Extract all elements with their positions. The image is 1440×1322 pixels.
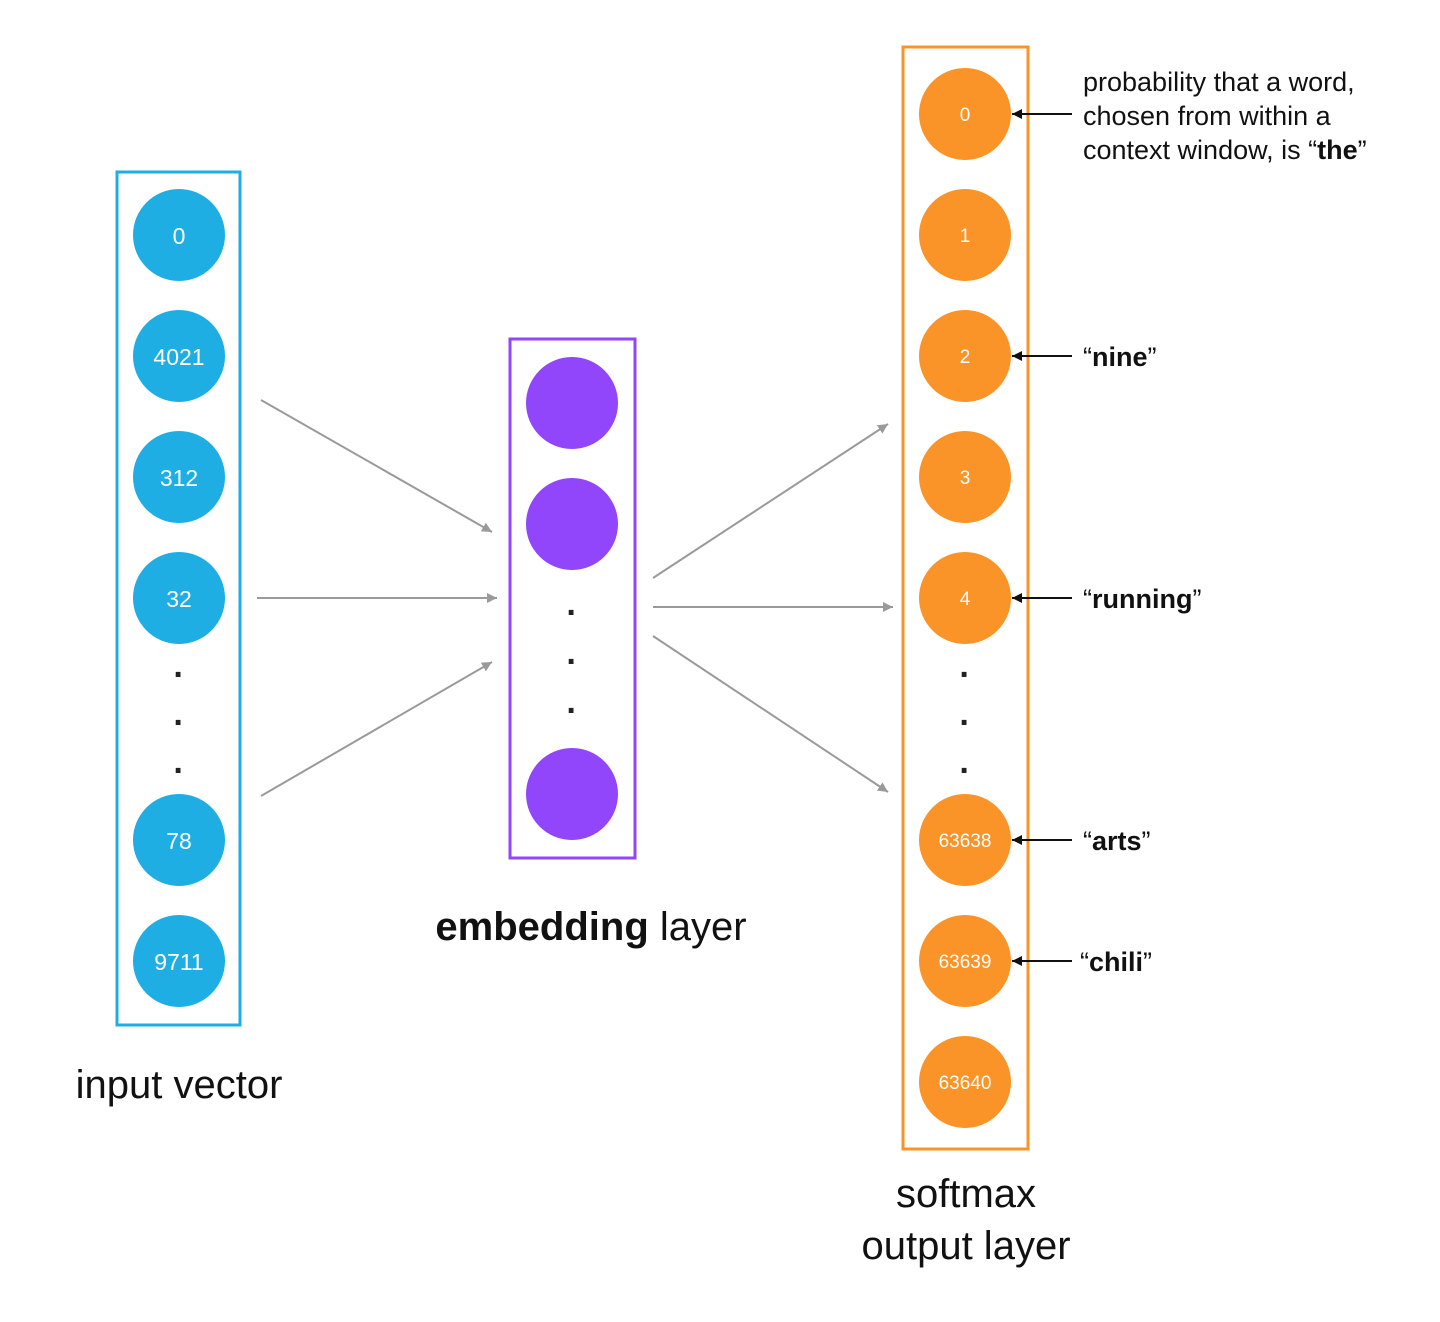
arrow-gray [652, 635, 889, 793]
output-node: 63638 [919, 794, 1011, 886]
input-node: 312 [133, 431, 225, 523]
annotation-the-line2: chosen from within a [1083, 101, 1332, 131]
input-ellipsis-dot: · [173, 704, 184, 742]
output-ellipsis-dot: · [959, 752, 970, 790]
input-ellipsis-dot: · [173, 752, 184, 790]
embedding-node [526, 748, 618, 840]
output-node: 0 [919, 68, 1011, 160]
annotation-word-the: the [1317, 135, 1358, 165]
output-ellipsis-dot: · [959, 704, 970, 742]
input-to-embedding-arrows [257, 399, 497, 797]
open-quote: “ [1080, 947, 1089, 977]
input-vector-layer: 0 4021 312 32 · · · 78 9711 input vector [76, 170, 283, 1107]
open-quote: “ [1083, 342, 1092, 372]
annotation-running: “running” [1083, 584, 1201, 614]
annotation-the-prefix: context window, is “ [1083, 135, 1317, 165]
output-node: 63640 [919, 1036, 1011, 1128]
output-node-label: 1 [960, 226, 971, 247]
close-quote: ” [1148, 342, 1157, 372]
output-node: 1 [919, 189, 1011, 281]
input-node: 0 [133, 189, 225, 281]
input-node-label: 312 [160, 465, 198, 491]
output-node-label: 3 [960, 468, 971, 489]
annotation-chili: “chili” [1080, 947, 1152, 977]
input-node-label: 4021 [153, 344, 204, 370]
output-layer-caption-line1: softmax [896, 1172, 1036, 1216]
annotation-arrows [1012, 109, 1072, 966]
arrow-gray [260, 399, 493, 533]
output-layer-caption-line2: output layer [861, 1224, 1070, 1268]
output-node-label: 63639 [939, 952, 992, 973]
embedding-caption-rest: layer [649, 905, 747, 949]
output-node: 3 [919, 431, 1011, 523]
input-node-label: 0 [173, 223, 186, 249]
annotation-the-suffix: ” [1358, 135, 1367, 165]
embedding-layer-caption: embedding layer [435, 905, 746, 949]
arrow-gray [260, 661, 493, 797]
input-node-label: 32 [166, 586, 192, 612]
embedding-layer: · · · embedding layer [435, 337, 747, 949]
input-node-label: 78 [166, 828, 192, 854]
embedding-node [526, 357, 618, 449]
output-node: 4 [919, 552, 1011, 644]
embedding-node [526, 478, 618, 570]
input-node: 32 [133, 552, 225, 644]
output-node-label: 63638 [939, 831, 992, 852]
annotation-word-chili: chili [1089, 947, 1143, 977]
annotation-word-nine: nine [1092, 342, 1148, 372]
output-node-label: 63640 [939, 1073, 992, 1094]
output-node: 2 [919, 310, 1011, 402]
annotation-the-line3: context window, is “the” [1083, 135, 1367, 165]
embedding-caption-bold: embedding [435, 905, 648, 949]
output-node-label: 4 [960, 589, 971, 610]
arrow-gray [652, 423, 889, 579]
input-vector-frame [115, 170, 242, 1027]
input-node: 4021 [133, 310, 225, 402]
close-quote: ” [1142, 826, 1151, 856]
annotation-word-running: running [1092, 584, 1192, 614]
open-quote: “ [1083, 826, 1092, 856]
close-quote: ” [1192, 584, 1201, 614]
annotation-arts: “arts” [1083, 826, 1151, 856]
close-quote: ” [1143, 947, 1152, 977]
embedding-to-output-arrows [652, 423, 893, 793]
input-node-label: 9711 [154, 949, 203, 975]
output-node: 63639 [919, 915, 1011, 1007]
embedding-ellipsis-dot: · [566, 594, 577, 632]
input-ellipsis-dot: · [173, 656, 184, 694]
output-node-label: 0 [960, 105, 971, 126]
embedding-ellipsis-dot: · [566, 643, 577, 681]
embedding-ellipsis-dot: · [566, 692, 577, 730]
input-vector-caption: input vector [76, 1063, 283, 1107]
output-node-label: 2 [960, 347, 971, 368]
annotations: probability that a word, chosen from wit… [1080, 67, 1367, 977]
softmax-output-layer: 0 1 2 3 4 · · · 63638 63639 [861, 45, 1071, 1268]
annotation-the-line1: probability that a word, [1083, 67, 1355, 97]
annotation-nine: “nine” [1083, 342, 1157, 372]
input-node: 9711 [133, 915, 225, 1007]
annotation-word-arts: arts [1092, 826, 1142, 856]
input-node: 78 [133, 794, 225, 886]
open-quote: “ [1083, 584, 1092, 614]
output-ellipsis-dot: · [959, 656, 970, 694]
embedding-layer-frame [508, 337, 637, 860]
